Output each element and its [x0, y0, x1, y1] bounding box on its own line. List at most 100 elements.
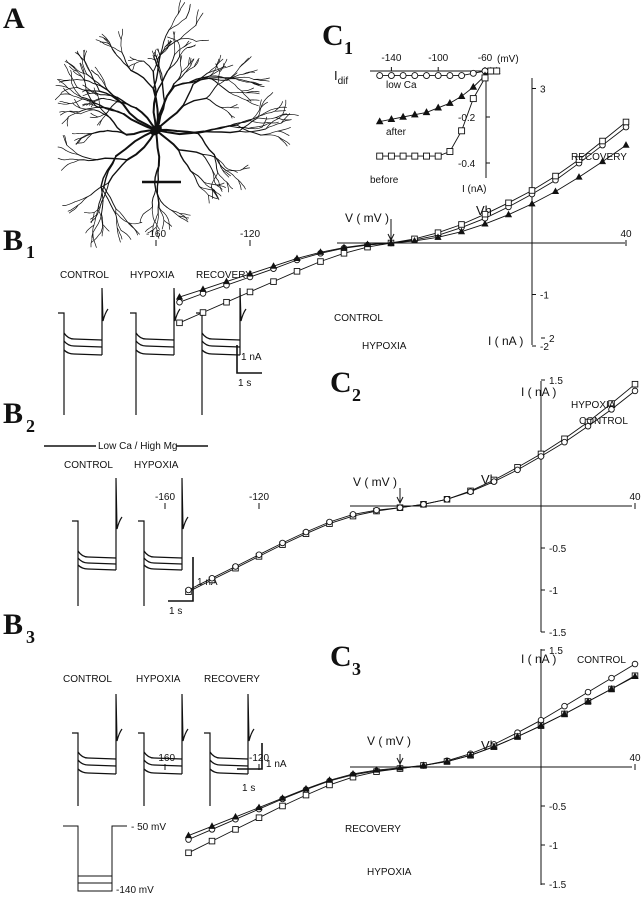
- dendrite-branch: [159, 29, 170, 56]
- dendrite-branch: [120, 230, 132, 240]
- dendrite-branch: [247, 125, 263, 129]
- dendrite-branch: [158, 66, 163, 83]
- dendrite-branch: [166, 54, 175, 72]
- current-trace-step: [201, 340, 241, 348]
- iv-chart-c1: -160-12040803-1-2V ( mV )I ( nA )Vh: [146, 78, 632, 353]
- dendrite-branch: [236, 124, 262, 136]
- data-point-control: [349, 511, 357, 518]
- data-point-control: [396, 504, 404, 511]
- dendrite-branch: [247, 126, 263, 130]
- dendrite-branch: [179, 47, 188, 58]
- dendrite-branch: [93, 209, 99, 226]
- dendrite-branch: [92, 213, 102, 234]
- data-point-control: [443, 496, 451, 503]
- current-trace-step: [63, 332, 103, 341]
- dendrite-branch: [155, 56, 160, 67]
- dendrite-branch: [174, 46, 185, 56]
- current-trace-step: [63, 349, 103, 356]
- dendrite-branch: [216, 58, 224, 66]
- data-point-hypoxia: [631, 380, 639, 388]
- b3-scale-time: 1 s: [242, 783, 255, 794]
- dendrite-branch: [155, 129, 161, 167]
- dendrite-branch: [90, 112, 99, 118]
- dendrite-branch: [82, 84, 91, 91]
- iv-chart-c2: -160-120408021.5-0.5-1-1.5V ( mV )I ( nA…: [155, 334, 641, 639]
- data-point-recovery: [175, 293, 184, 300]
- dendrite-branch: [83, 49, 85, 62]
- data-point-recovery: [387, 239, 395, 246]
- dendrite-branch: [219, 63, 225, 73]
- inset-x-tick-label: -140: [381, 53, 401, 64]
- dendrite-branch: [80, 109, 95, 115]
- y-tick-label: 3: [540, 85, 546, 96]
- current-trace-baseline: [138, 520, 145, 606]
- dendrite-branch: [83, 60, 92, 74]
- inset-data-point: [446, 72, 454, 80]
- data-point-hypoxia: [293, 268, 301, 275]
- current-trace-step: [209, 751, 249, 760]
- dendrite-branch: [234, 77, 252, 83]
- inset-data-point: [375, 117, 384, 125]
- inset-x-unit: (mV): [497, 54, 519, 65]
- dendrite-branch: [258, 108, 276, 117]
- dendrite-branch: [158, 68, 163, 83]
- dendrite-branch: [67, 87, 82, 98]
- current-trace-step: [77, 759, 117, 767]
- dendrite-branch: [202, 130, 240, 134]
- dendrite-branch: [190, 58, 195, 66]
- dendrite-branch: [166, 56, 180, 72]
- data-point-hypoxia: [246, 288, 254, 296]
- dendrite-branch: [177, 41, 181, 58]
- dendrite-branch: [83, 133, 93, 143]
- dendrite-branch: [206, 66, 217, 74]
- b1-label-control: CONTROL: [60, 270, 109, 281]
- current-trace-tail: [181, 477, 189, 570]
- dendrite-branch: [96, 119, 103, 126]
- dendrite-branch: [69, 79, 85, 81]
- dendrite-branch: [84, 50, 88, 61]
- dendrite-branch: [153, 220, 160, 230]
- data-point-recovery: [443, 757, 451, 765]
- data-point-hypoxia: [279, 802, 286, 810]
- dendrite-branch: [143, 60, 154, 73]
- dendrite-branch: [206, 68, 219, 74]
- data-point-control: [373, 506, 380, 514]
- dendrite-branch: [81, 59, 88, 75]
- dendrite-branch: [76, 50, 83, 61]
- dendrite-branch: [103, 186, 117, 210]
- panel-sublabel-b3: 3: [26, 627, 35, 647]
- dendrite-branch: [128, 222, 139, 236]
- dendrite-branch: [156, 192, 168, 208]
- x-tick-label: 40: [620, 229, 632, 240]
- y-tick-label: 2: [549, 334, 555, 345]
- dendrite-branch: [109, 41, 118, 56]
- dendrite-branch: [83, 211, 95, 214]
- dendrite-branch: [180, 24, 197, 40]
- b1-traces: [58, 287, 247, 415]
- vh-arrow: [396, 754, 404, 766]
- inset-data-point: [469, 69, 477, 77]
- dendrite-branch: [167, 36, 179, 43]
- dendrite-branch: [155, 49, 157, 57]
- series-line-hypoxia: [179, 121, 627, 324]
- data-point-recovery: [575, 173, 583, 180]
- dendrite-branch: [226, 78, 248, 82]
- dendrite-branch: [69, 98, 83, 104]
- dendrite-branch: [156, 165, 160, 194]
- current-trace-step: [135, 332, 175, 341]
- dendrite-branch: [250, 81, 263, 86]
- dendrite-branch: [96, 106, 125, 115]
- series-line-control: [188, 390, 636, 591]
- inset-data-point: [376, 152, 384, 160]
- neuron-morphology-drawing: [54, 0, 299, 248]
- dendrite-branch: [54, 91, 63, 101]
- b2-traces: [72, 477, 189, 606]
- inset-data-point: [399, 152, 407, 160]
- dendrite-branch: [113, 210, 122, 231]
- dendrite-branch: [275, 113, 287, 118]
- dendrite-branch: [67, 159, 80, 165]
- current-trace-tail: [247, 693, 255, 774]
- dendrite-branch: [214, 182, 223, 190]
- current-trace-step: [209, 768, 249, 775]
- dendrite-branch: [178, 215, 189, 223]
